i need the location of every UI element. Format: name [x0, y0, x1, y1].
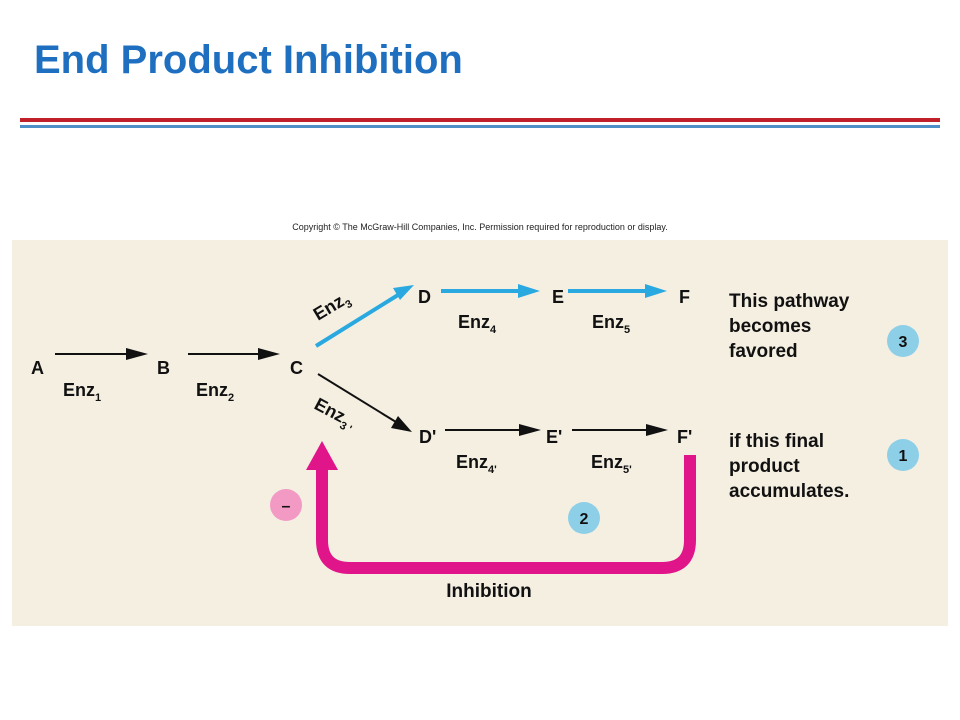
node-d-prime: D' [419, 427, 436, 447]
enz2-sub: 2 [228, 392, 234, 404]
enz4p-base: Enz [456, 452, 488, 472]
enzyme-label-5: Enz5 [592, 312, 630, 336]
enzyme-label-5-prime: Enz5' [591, 452, 632, 476]
step-badge-3: 3 [887, 325, 919, 357]
title-divider-blue [20, 125, 940, 128]
enz5-sub: 5 [624, 324, 630, 336]
arrow-a-b [55, 348, 148, 360]
inhibition-label: Inhibition [446, 581, 531, 602]
enz3-base: Enz [310, 291, 348, 325]
step-badge-3-label: 3 [899, 334, 908, 351]
arrow-d-e [441, 284, 540, 298]
enz3p-sub: 3 ' [338, 419, 354, 435]
enzyme-label-4: Enz4 [458, 312, 497, 336]
title-divider-red [20, 118, 940, 122]
node-b: B [157, 358, 170, 378]
enz1-sub: 1 [95, 392, 101, 404]
diagram-panel [12, 240, 948, 626]
side-text-top-line-2: becomes [729, 316, 811, 337]
node-f-prime: F' [677, 427, 692, 447]
arrow-b-c [188, 348, 280, 360]
node-c: C [290, 358, 303, 378]
arrow-eprime-fprime [572, 424, 668, 436]
enz3-sub: 3 [343, 298, 354, 311]
node-e: E [552, 287, 564, 307]
enz5p-base: Enz [591, 452, 623, 472]
enz4-sub: 4 [490, 324, 497, 336]
enzyme-label-3-prime: Enz3 ' [309, 394, 359, 436]
arrow-dprime-eprime [445, 424, 541, 436]
page-title: End Product Inhibition [34, 38, 463, 82]
copyright-notice: Copyright © The McGraw-Hill Companies, I… [292, 222, 668, 232]
node-e-prime: E' [546, 427, 562, 447]
enz4p-sub: 4' [488, 464, 497, 476]
enzyme-label-2: Enz2 [196, 380, 234, 404]
inhibition-minus-sign: – [282, 498, 291, 515]
enzyme-label-1: Enz1 [63, 380, 101, 404]
step-badge-2-label: 2 [580, 511, 589, 528]
node-d: D [418, 287, 431, 307]
enzyme-label-4-prime: Enz4' [456, 452, 497, 476]
side-text-top-line-1: This pathway [729, 291, 850, 312]
enz4-base: Enz [458, 312, 490, 332]
enz5-base: Enz [592, 312, 624, 332]
side-text-bottom-line-3: accumulates. [729, 481, 849, 502]
arrow-c-dprime [317, 373, 412, 432]
node-f: F [679, 287, 690, 307]
arrow-e-f [568, 284, 667, 298]
step-badge-1: 1 [887, 439, 919, 471]
side-text-bottom-line-2: product [729, 456, 800, 477]
inhibition-minus-badge: – [270, 489, 302, 521]
enz5p-sub: 5' [623, 464, 632, 476]
arrow-c-d [314, 285, 414, 348]
step-badge-2: 2 [568, 502, 600, 534]
node-a: A [31, 358, 44, 378]
side-text-top-line-3: favored [729, 341, 798, 362]
enz1-base: Enz [63, 380, 95, 400]
enzyme-label-3: Enz3 [310, 288, 355, 328]
enz2-base: Enz [196, 380, 228, 400]
side-text-bottom-line-1: if this final [729, 431, 824, 452]
inhibition-arrow [306, 441, 696, 574]
step-badge-1-label: 1 [899, 448, 908, 465]
